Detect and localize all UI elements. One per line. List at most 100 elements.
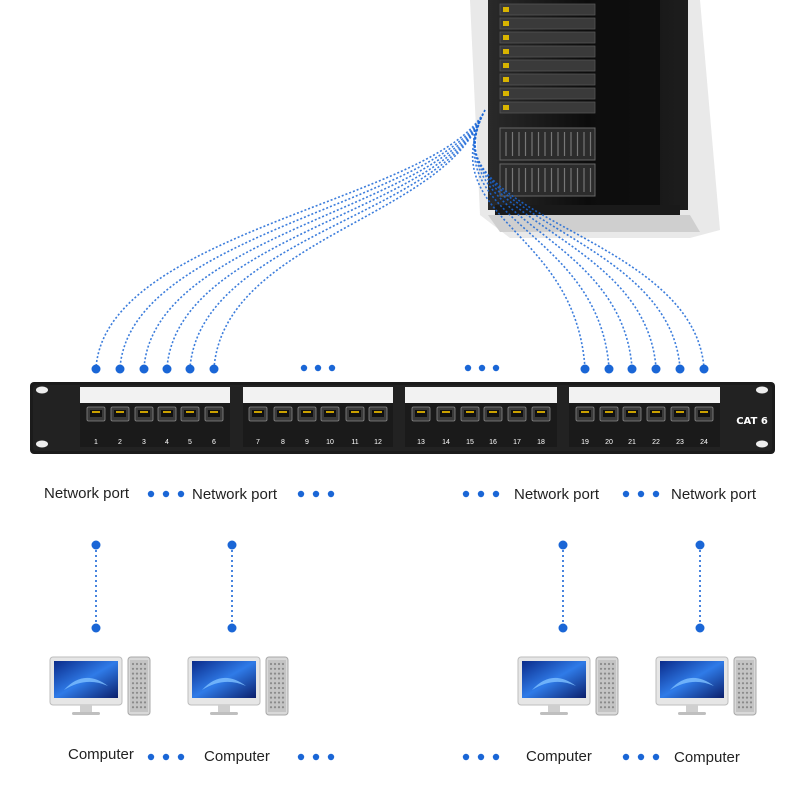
rj45-port-icon: 10: [320, 406, 340, 446]
ellipsis-dot: [478, 364, 486, 372]
computer-label-1: Computer: [68, 746, 134, 763]
ellipsis-dot: [652, 490, 660, 498]
ellipsis-dot: [492, 490, 500, 498]
ellipsis-dot: [177, 753, 185, 761]
network-port-label-4: Network port: [671, 486, 757, 503]
rack-unit-led: [503, 21, 509, 26]
rj45-port-icon: 11: [345, 406, 365, 446]
port-number: 10: [326, 439, 334, 446]
link-dot-top: [91, 540, 101, 550]
rj45-port-icon: 19: [575, 406, 595, 446]
rj45-port-icon: 14: [436, 406, 456, 446]
computer-label-4: Computer: [674, 749, 740, 766]
ellipsis-dot: [462, 753, 470, 761]
ellipsis-dot: [300, 364, 308, 372]
rack-unit-led: [503, 77, 509, 82]
ellipsis-dot: [147, 753, 155, 761]
cable-end-dot: [699, 364, 709, 374]
rack-unit: [499, 31, 596, 44]
rj45-port-icon: 4: [157, 406, 177, 446]
port-number: 21: [628, 439, 636, 446]
rj45-port-icon: 9: [297, 406, 317, 446]
port-number: 7: [256, 439, 260, 446]
rack-drive-bay: [499, 163, 596, 197]
rj45-port-icon: 13: [411, 406, 431, 446]
network-port-label-3: Network port: [514, 486, 600, 503]
cable-path: [166, 121, 480, 369]
port-number: 6: [212, 439, 216, 446]
link-dot-bottom: [91, 623, 101, 633]
computer-monitor-icon: [187, 656, 261, 715]
computer-monitor-icon: [517, 656, 591, 715]
port-number: 23: [676, 439, 684, 446]
cable-path: [213, 129, 476, 369]
ellipsis-dot: [177, 490, 185, 498]
port-number: 12: [374, 439, 382, 446]
rack-unit-led: [503, 105, 509, 110]
rj45-port-icon: 15: [460, 406, 480, 446]
ellipsis-dot: [297, 490, 305, 498]
cable-end-dot: [185, 364, 195, 374]
port-number: 20: [605, 439, 613, 446]
port-number: 17: [513, 439, 521, 446]
ellipsis-dot: [622, 490, 630, 498]
rj45-port-icon: 23: [670, 406, 690, 446]
port-number: 9: [305, 439, 309, 446]
rj45-port-icon: 12: [368, 406, 388, 446]
computer-label-2: Computer: [204, 748, 270, 765]
ellipsis-dot: [652, 753, 660, 761]
ellipsis-dot: [492, 364, 500, 372]
port-computer-links: [91, 540, 705, 633]
link-dot-top: [695, 540, 705, 550]
cable-path: [95, 109, 486, 369]
port-number: 18: [537, 439, 545, 446]
rack-unit: [499, 87, 596, 100]
link-dot-top: [558, 540, 568, 550]
cable-end-dot: [651, 364, 661, 374]
link-dot-bottom: [227, 623, 237, 633]
rack-unit: [499, 45, 596, 58]
port-number: 11: [351, 439, 358, 446]
rj45-port-icon: 5: [180, 406, 200, 446]
port-number: 24: [700, 439, 708, 446]
network-port-label-2: Network port: [192, 486, 278, 503]
port-number: 3: [142, 439, 146, 446]
rj45-port-icon: 7: [248, 406, 268, 446]
port-number: 22: [652, 439, 660, 446]
rack-unit-led: [503, 7, 509, 12]
computer: [187, 656, 289, 716]
ellipsis-dot: [462, 490, 470, 498]
port-number: 13: [417, 439, 425, 446]
rack-drive-bay: [499, 127, 596, 161]
cable-end-dot: [580, 364, 590, 374]
link-dot-bottom: [558, 623, 568, 633]
ellipsis-dots-icon: [147, 490, 660, 761]
ellipsis-dot: [622, 753, 630, 761]
cable-end-dot: [675, 364, 685, 374]
port-number: 16: [489, 439, 497, 446]
port-number: 15: [466, 439, 474, 446]
ellipsis-dot: [312, 753, 320, 761]
ellipsis-dot: [637, 753, 645, 761]
computer-tower-icon: [127, 656, 151, 716]
rack-unit-led: [503, 49, 509, 54]
cable-path: [143, 117, 482, 369]
rack-unit-led: [503, 63, 509, 68]
rack-unit: [499, 59, 596, 72]
network-port-label-1: Network port: [44, 485, 130, 502]
cable-end-dot: [209, 364, 219, 374]
port-label-strip: [569, 387, 720, 403]
port-group: [243, 403, 393, 447]
ellipsis-dot: [637, 490, 645, 498]
cable-bundle: [95, 109, 705, 369]
rj45-port-icon: 22: [646, 406, 666, 446]
ellipsis-dot: [492, 753, 500, 761]
computer-tower-icon: [733, 656, 757, 716]
computer-tower-icon: [265, 656, 289, 716]
panel-badge: CAT 6: [736, 416, 768, 427]
rj45-port-icon: 6: [204, 406, 224, 446]
cable-end-dot: [139, 364, 149, 374]
rj45-port-icon: 20: [599, 406, 619, 446]
ellipsis-dot: [312, 490, 320, 498]
